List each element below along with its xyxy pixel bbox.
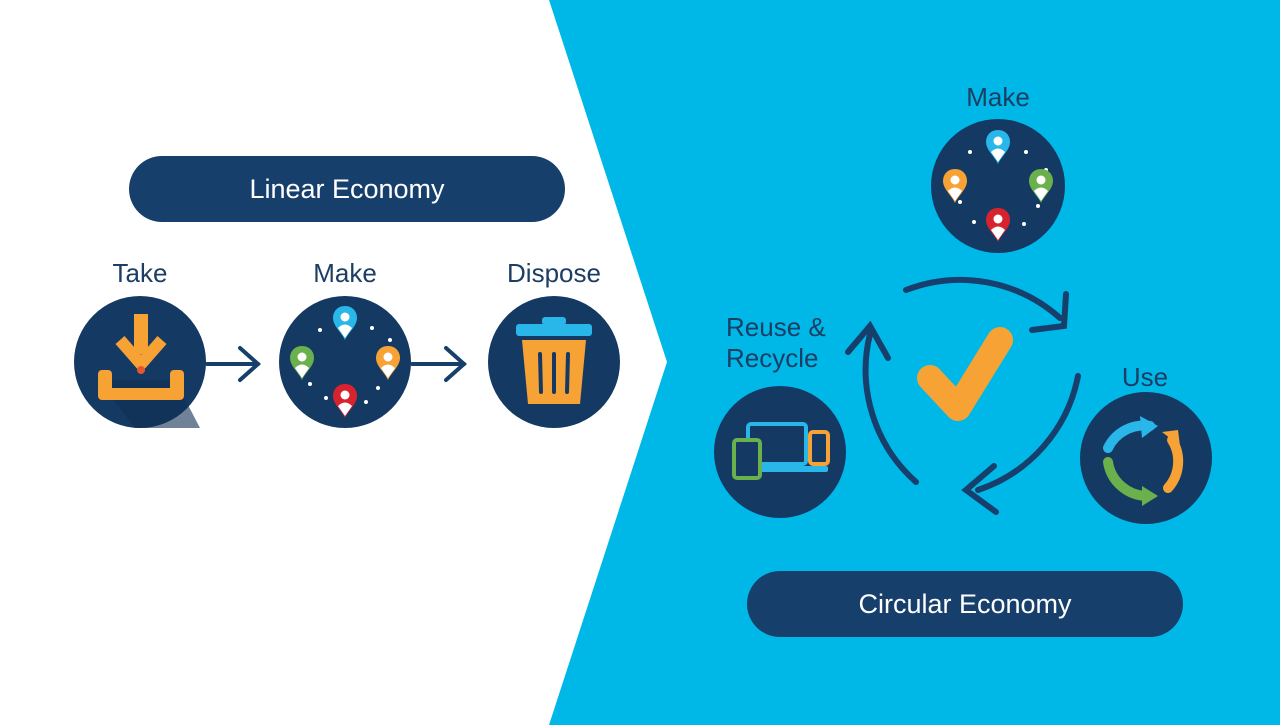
cycle-arrows <box>845 276 1081 515</box>
make-pins-icon <box>279 296 411 428</box>
circular-label-reuse: Reuse & Recycle <box>726 312 856 374</box>
circular-panel <box>549 0 1280 725</box>
checkmark-icon <box>917 327 1013 421</box>
take-icon <box>74 296 206 428</box>
circular-make-pins-icon <box>931 119 1065 253</box>
reuse-line-1: Reuse & <box>726 312 826 342</box>
arrow-take-to-make <box>205 346 262 382</box>
linear-economy-title: Linear Economy <box>129 156 565 222</box>
circular-label-use: Use <box>1121 362 1169 392</box>
step-label-take: Take <box>112 258 168 288</box>
reuse-line-2: Recycle <box>726 343 819 374</box>
circular-economy-title: Circular Economy <box>747 571 1183 637</box>
step-label-dispose: Dispose <box>507 258 601 288</box>
refresh-arrows-icon <box>1080 392 1212 524</box>
trash-bin-icon <box>488 296 620 428</box>
step-label-make: Make <box>313 258 377 288</box>
circular-label-make: Make <box>966 82 1030 112</box>
devices-icon <box>714 386 846 518</box>
arrow-make-to-dispose <box>410 346 468 382</box>
